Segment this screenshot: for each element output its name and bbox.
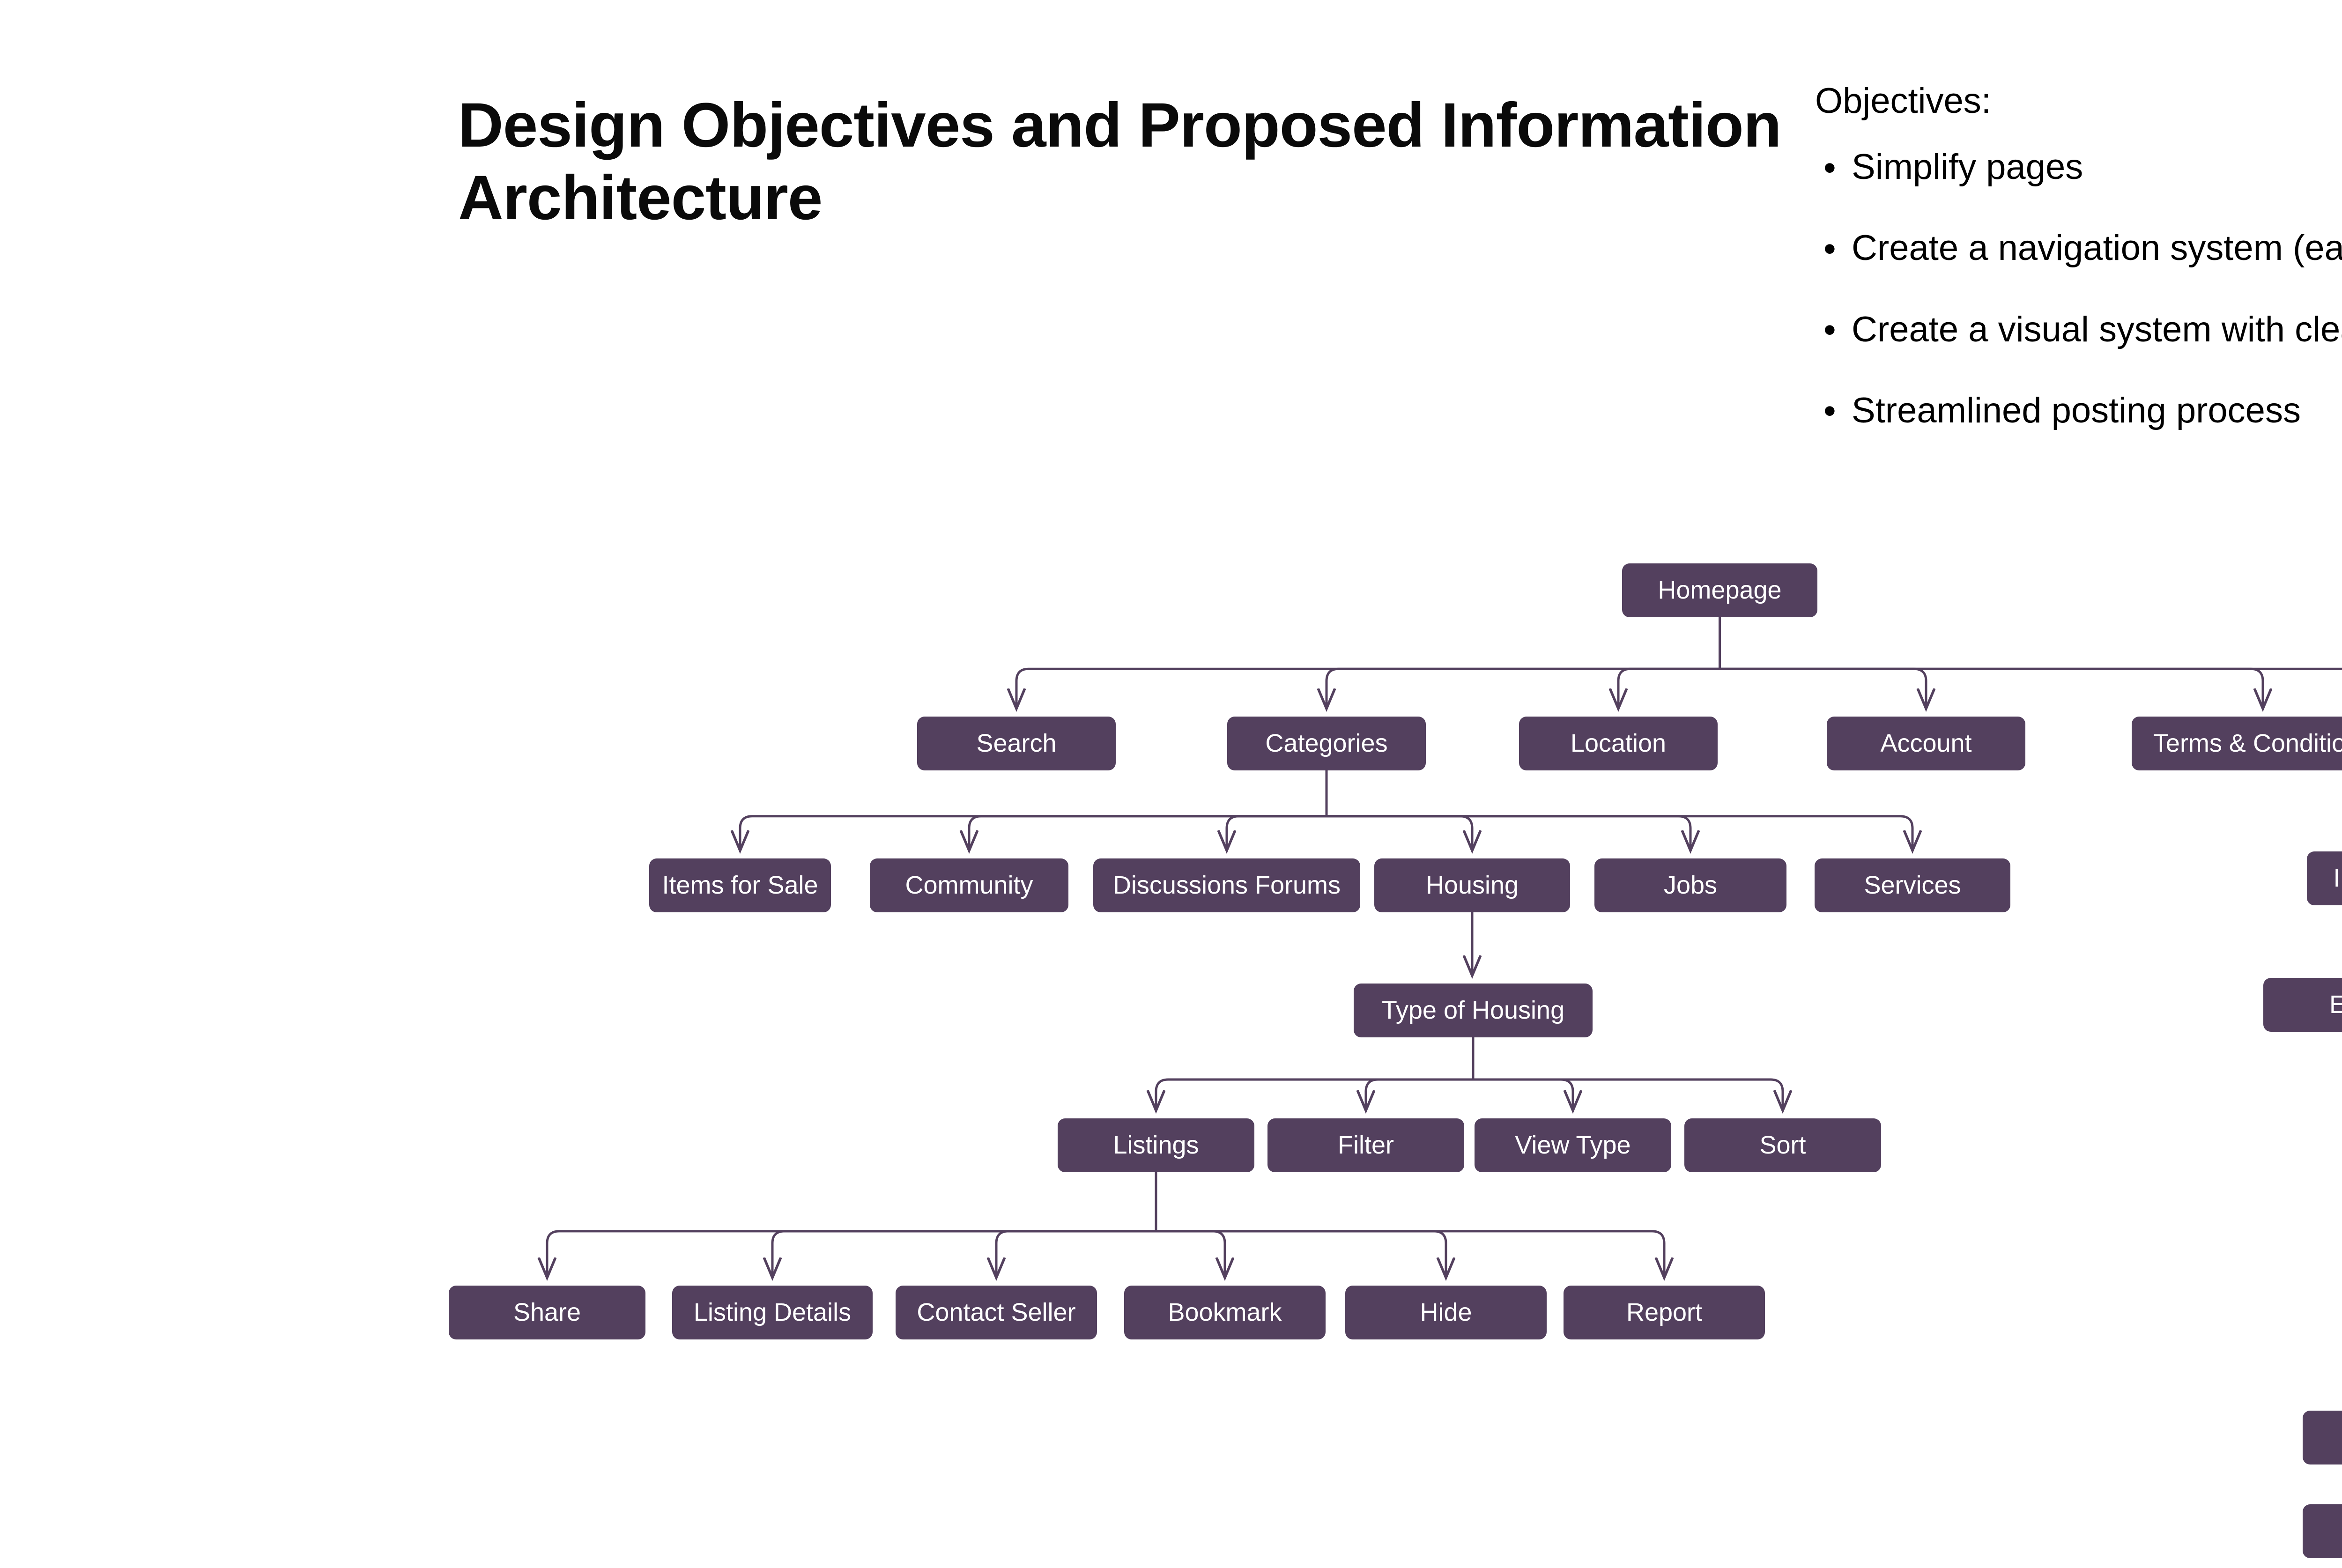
node-filter[interactable]: Filter [1267,1118,1464,1172]
node-jobs[interactable]: Jobs [1594,858,1786,912]
edge-type-of-housing-to-listings [1156,1078,1473,1110]
edge-categories-to-jobs [1327,815,1690,850]
bullet-icon: • [1823,148,1836,188]
objective-item: • Create a navigation system (easy exits,… [1815,227,2342,269]
page-title: Design Objectives and Proposed Informati… [458,90,1782,233]
node-contact-seller[interactable]: Contact Seller [896,1286,1097,1339]
node-label: Filter [1338,1131,1394,1160]
node-view-type[interactable]: View Type [1475,1118,1671,1172]
edge-homepage-to-search [1016,667,1720,708]
node-label: Homepage [1658,576,1782,605]
edge-homepage-to-create-listing [1719,667,2342,670]
node-label: Items for Sale [662,871,818,900]
edge-categories-to-items-for-sale [740,815,1327,850]
node-label: Search [976,729,1057,758]
node-label: I am in need of [2333,864,2342,893]
node-label: Services [1864,871,1961,900]
edge-listings-to-hide [1156,1230,1446,1277]
node-discussions-forums[interactable]: Discussions Forums [1093,858,1360,912]
edge-type-of-housing-to-view-type [1473,1078,1573,1110]
node-your-post[interactable]: Your Post [2303,1504,2342,1558]
edge-homepage-to-terms [1719,667,2263,708]
edge-categories-to-community [969,815,1327,850]
node-terms[interactable]: Terms & Conditions [2132,717,2342,770]
node-label: Jobs [1663,871,1718,900]
edge-type-of-housing-to-sort [1473,1078,1783,1110]
node-homepage[interactable]: Homepage [1622,563,1817,617]
node-label: Account [1880,729,1972,758]
node-label: Type of Housing [1381,996,1565,1025]
node-search[interactable]: Search [917,717,1116,770]
edge-homepage-to-location [1618,667,1720,708]
objective-item: • Streamlined posting process [1815,389,2342,432]
objective-item: • Simplify pages [1815,146,2342,188]
node-account[interactable]: Account [1827,717,2025,770]
node-categories[interactable]: Categories [1227,717,1426,770]
edge-listings-to-report [1156,1230,1664,1277]
node-services[interactable]: Services [1815,858,2010,912]
node-label: Bookmark [1168,1298,1282,1327]
objectives-heading: Objectives: [1815,81,1991,121]
node-label: Location [1570,729,1667,758]
objective-label: Create a navigation system (easy exits, … [1852,228,2342,268]
node-community[interactable]: Community [870,858,1068,912]
node-label: Categories [1265,729,1388,758]
edge-listings-to-listing-details [772,1230,1156,1277]
edge-categories-to-discussions-forums [1227,815,1327,850]
edge-homepage-to-account [1719,667,1927,708]
edge-categories-to-services [1327,815,1912,850]
node-label: Terms & Conditions [2153,729,2342,758]
node-label: Discussions Forums [1112,871,1341,900]
node-label: Community [905,871,1033,900]
node-label: Hide [1420,1298,1472,1327]
edge-categories-to-housing [1327,815,1472,850]
node-label: Report [1626,1298,1703,1327]
edge-homepage-to-categories [1327,667,1720,708]
objectives-list: • Simplify pages • Create a navigation syst… [1815,146,2342,432]
bullet-icon: • [1823,310,1836,350]
edge-listings-to-share [547,1230,1156,1277]
node-items-for-sale[interactable]: Items for Sale [649,858,831,912]
objective-label: Streamlined posting process [1852,390,2301,430]
node-post[interactable]: Post [2303,1411,2342,1464]
node-label: Listing Details [693,1298,852,1327]
bullet-icon: • [1823,229,1836,269]
node-event[interactable]: Event [2263,978,2342,1032]
objective-label: Create a visual system with clear hierar… [1852,309,2342,349]
node-listing-details[interactable]: Listing Details [672,1286,873,1339]
node-label: Housing [1425,871,1519,900]
node-hide[interactable]: Hide [1345,1286,1547,1339]
edge-listings-to-bookmark [1156,1230,1225,1277]
node-report[interactable]: Report [1564,1286,1765,1339]
node-label: Contact Seller [917,1298,1076,1327]
node-label: Share [513,1298,581,1327]
objectives-panel: Objectives: • Simplify pages • Create a nav… [1815,80,2342,470]
node-type-of-housing[interactable]: Type of Housing [1354,984,1593,1037]
node-housing[interactable]: Housing [1374,858,1570,912]
node-location[interactable]: Location [1519,717,1718,770]
node-label: Event [2329,991,2342,1019]
node-share[interactable]: Share [449,1286,645,1339]
objective-label: Simplify pages [1852,147,2083,187]
node-sort[interactable]: Sort [1684,1118,1881,1172]
objective-item: • Create a visual system with clear hiera… [1815,308,2342,351]
bullet-icon: • [1823,391,1836,431]
edge-listings-to-contact-seller [996,1230,1156,1277]
node-label: View Type [1515,1131,1631,1160]
edge-type-of-housing-to-filter [1366,1078,1473,1110]
node-label: Sort [1759,1131,1806,1160]
node-listings[interactable]: Listings [1058,1118,1254,1172]
node-label: Listings [1113,1131,1199,1160]
node-need-of[interactable]: I am in need of [2307,851,2342,905]
node-bookmark[interactable]: Bookmark [1124,1286,1326,1339]
